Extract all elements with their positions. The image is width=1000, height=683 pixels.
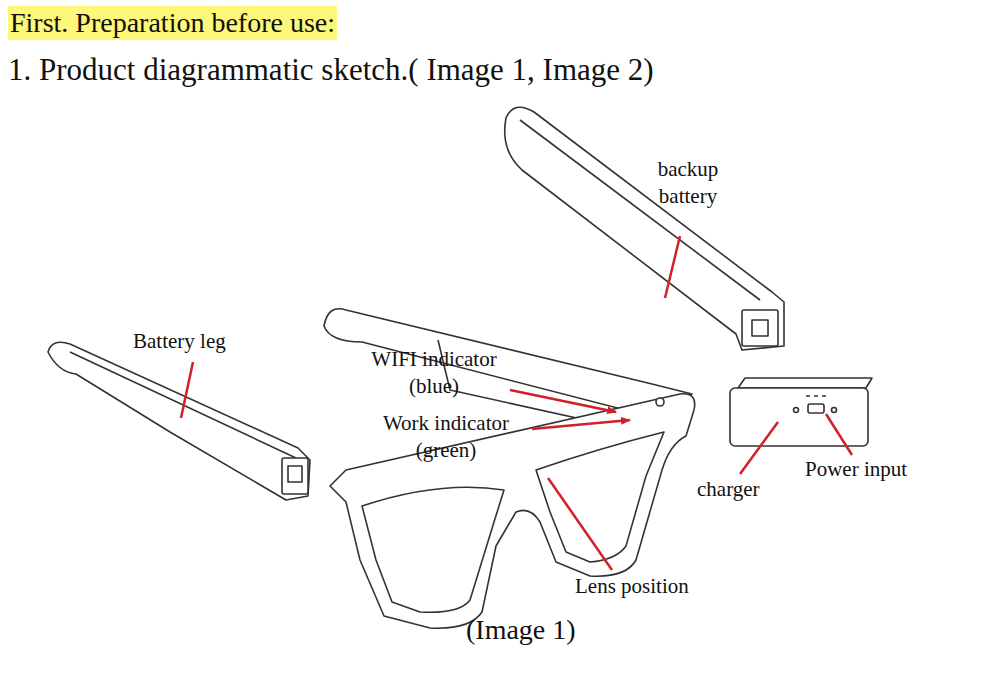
module-hole (794, 408, 799, 413)
temple-edge (520, 120, 760, 300)
leader-line (532, 420, 630, 429)
temple-socket (288, 466, 302, 482)
leader-line (826, 414, 852, 455)
heading: First. Preparation before use: (8, 6, 337, 40)
temple-end (282, 458, 308, 494)
figure-caption: (Image 1) (466, 612, 576, 648)
temple-end (742, 310, 778, 346)
temple-socket (752, 320, 768, 336)
leader-line (510, 390, 616, 412)
subheading: 1. Product diagrammatic sketch.( Image 1… (8, 50, 654, 90)
backup-battery-temple (505, 107, 784, 350)
part-label: Work indicator (green) (362, 410, 530, 465)
part-label: Battery leg (133, 328, 226, 355)
power-module (738, 378, 872, 388)
leader-line (548, 478, 612, 570)
left-lens (362, 487, 504, 612)
front-frame (330, 394, 695, 628)
part-label: Power input (805, 456, 907, 483)
leader-line (665, 236, 680, 298)
power-module (730, 388, 868, 446)
temple-edge (70, 352, 296, 458)
indicator-dot (656, 398, 664, 406)
part-label: Lens position (575, 573, 689, 600)
module-hole (832, 408, 837, 413)
part-label: charger (697, 476, 760, 503)
part-label: backup battery (640, 156, 736, 211)
leader-line (740, 422, 778, 474)
usb-port (808, 404, 824, 413)
battery-leg (48, 342, 310, 500)
right-lens (536, 432, 664, 562)
module-marks (806, 395, 826, 397)
leader-line (181, 362, 193, 418)
part-label: WIFI indicator (blue) (356, 346, 512, 401)
